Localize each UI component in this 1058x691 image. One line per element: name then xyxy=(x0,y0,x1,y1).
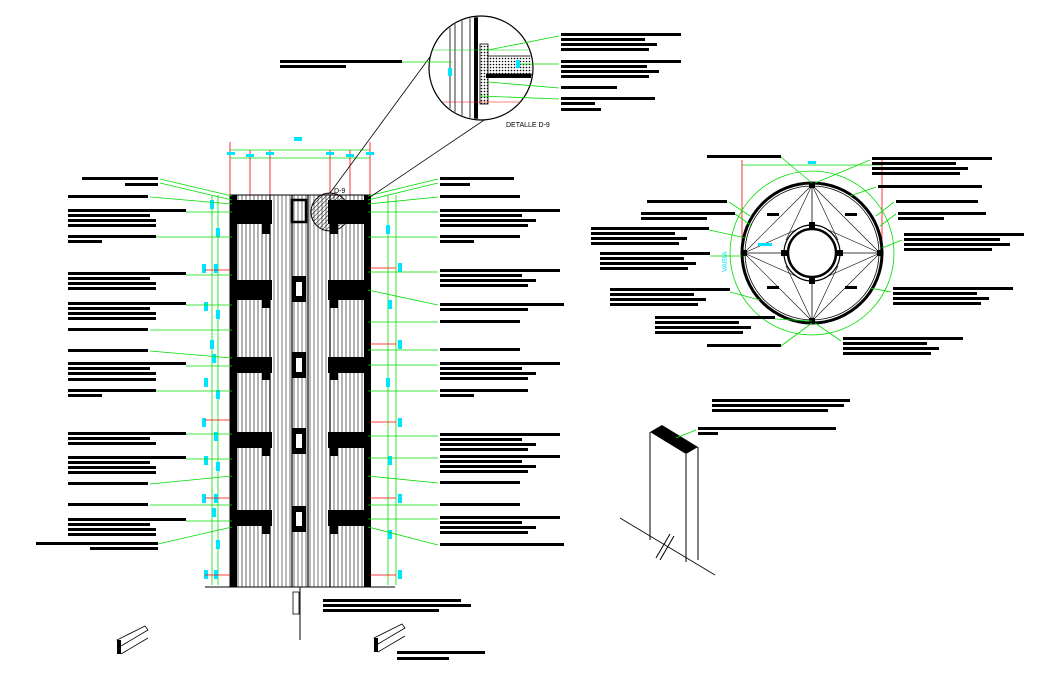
detail-marker-label: D-9 xyxy=(334,188,345,195)
floor-band-4 xyxy=(230,428,370,456)
right-annotations xyxy=(323,177,564,612)
isometric-panel xyxy=(619,399,850,576)
left-annotations xyxy=(36,177,233,550)
detail-d9-title: DETALLE D-9 xyxy=(506,122,550,129)
floor-band-5 xyxy=(230,506,370,534)
small-section-left xyxy=(116,625,149,655)
floor-band-2 xyxy=(230,276,370,308)
top-dimension-chain xyxy=(227,137,374,195)
right-dimension-chain xyxy=(370,195,402,585)
detail-d9-bubble: DETALLE D-9 xyxy=(280,15,681,215)
circular-section: VARIA xyxy=(591,155,1024,355)
floor-band-3 xyxy=(230,352,370,380)
detail-target-circle xyxy=(310,192,350,232)
circle-side-label: VARIA xyxy=(722,251,729,272)
small-section-right xyxy=(373,623,485,660)
left-dimension-chain xyxy=(202,195,230,585)
column-elevation: D-9 xyxy=(202,137,402,640)
